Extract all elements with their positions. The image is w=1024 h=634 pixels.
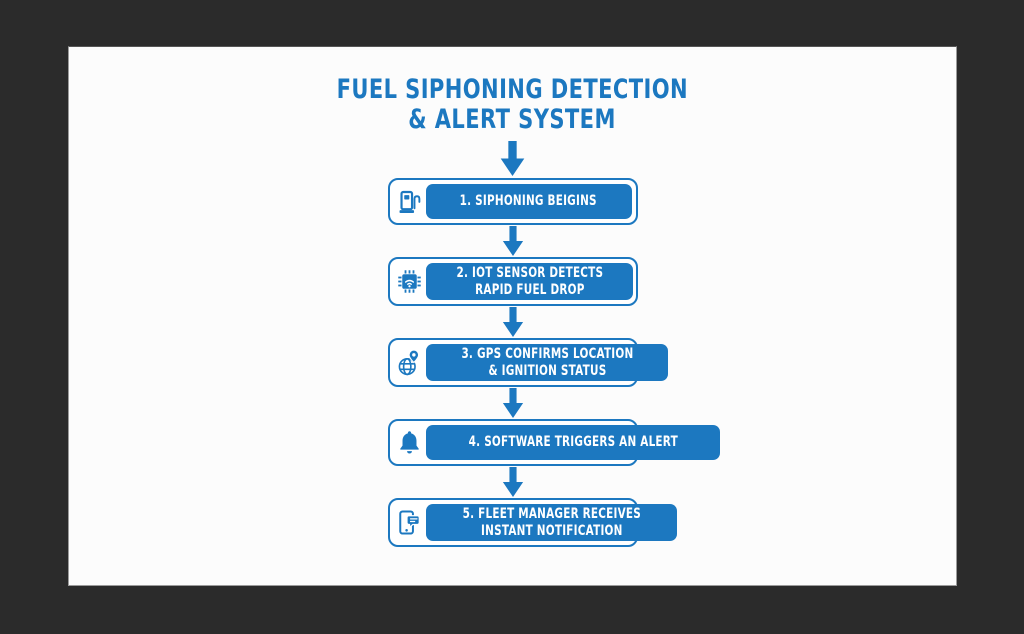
step-label-wrap: 2. IOT SENSOR DETECTS RAPID FUEL DROP (425, 263, 634, 300)
down-arrow-icon (502, 388, 523, 418)
gps-globe-pin-icon (394, 344, 426, 381)
down-arrow-icon (502, 226, 523, 256)
step-box-4: 4. SOFTWARE TRIGGERS AN ALERT (387, 419, 721, 466)
step-box-5: 5. FLEET MANAGER RECEIVES INSTANT NOTIFI… (387, 498, 678, 547)
step-label: 2. IOT SENSOR DETECTS RAPID FUEL DROP (456, 265, 603, 298)
iot-sensor-chip-icon (394, 263, 426, 300)
step-label-wrap: 1. SIPHONING BEIGINS (425, 184, 632, 219)
title-line-2: & ALERT SYSTEM (408, 104, 617, 135)
step-label-wrap: 3. GPS CONFIRMS LOCATION & IGNITION STAT… (425, 344, 669, 381)
title-line-1: FUEL SIPHONING DETECTION (336, 74, 689, 105)
down-arrow-icon (500, 141, 525, 176)
phone-notification-icon (394, 504, 426, 541)
step-label: 4. SOFTWARE TRIGGERS AN ALERT (468, 434, 678, 451)
fuel-pump-icon (394, 184, 426, 219)
step-label-wrap: 4. SOFTWARE TRIGGERS AN ALERT (425, 425, 721, 460)
alert-bell-icon (394, 425, 426, 460)
down-arrow-icon (502, 307, 523, 337)
step-box-3: 3. GPS CONFIRMS LOCATION & IGNITION STAT… (387, 338, 669, 387)
step-box-2: 2. IOT SENSOR DETECTS RAPID FUEL DROP (387, 257, 638, 306)
step-label: 1. SIPHONING BEIGINS (459, 193, 598, 210)
step-box-1: 1. SIPHONING BEIGINS (387, 178, 638, 225)
step-label: 3. GPS CONFIRMS LOCATION & IGNITION STAT… (460, 346, 633, 379)
page-title: FUEL SIPHONING DETECTION& ALERT SYSTEM (287, 75, 738, 135)
down-arrow-icon (502, 467, 523, 497)
step-label: 5. FLEET MANAGER RECEIVES INSTANT NOTIFI… (462, 506, 641, 539)
infographic-card: FUEL SIPHONING DETECTION& ALERT SYSTEM 1… (68, 46, 957, 586)
step-label-wrap: 5. FLEET MANAGER RECEIVES INSTANT NOTIFI… (425, 504, 678, 541)
